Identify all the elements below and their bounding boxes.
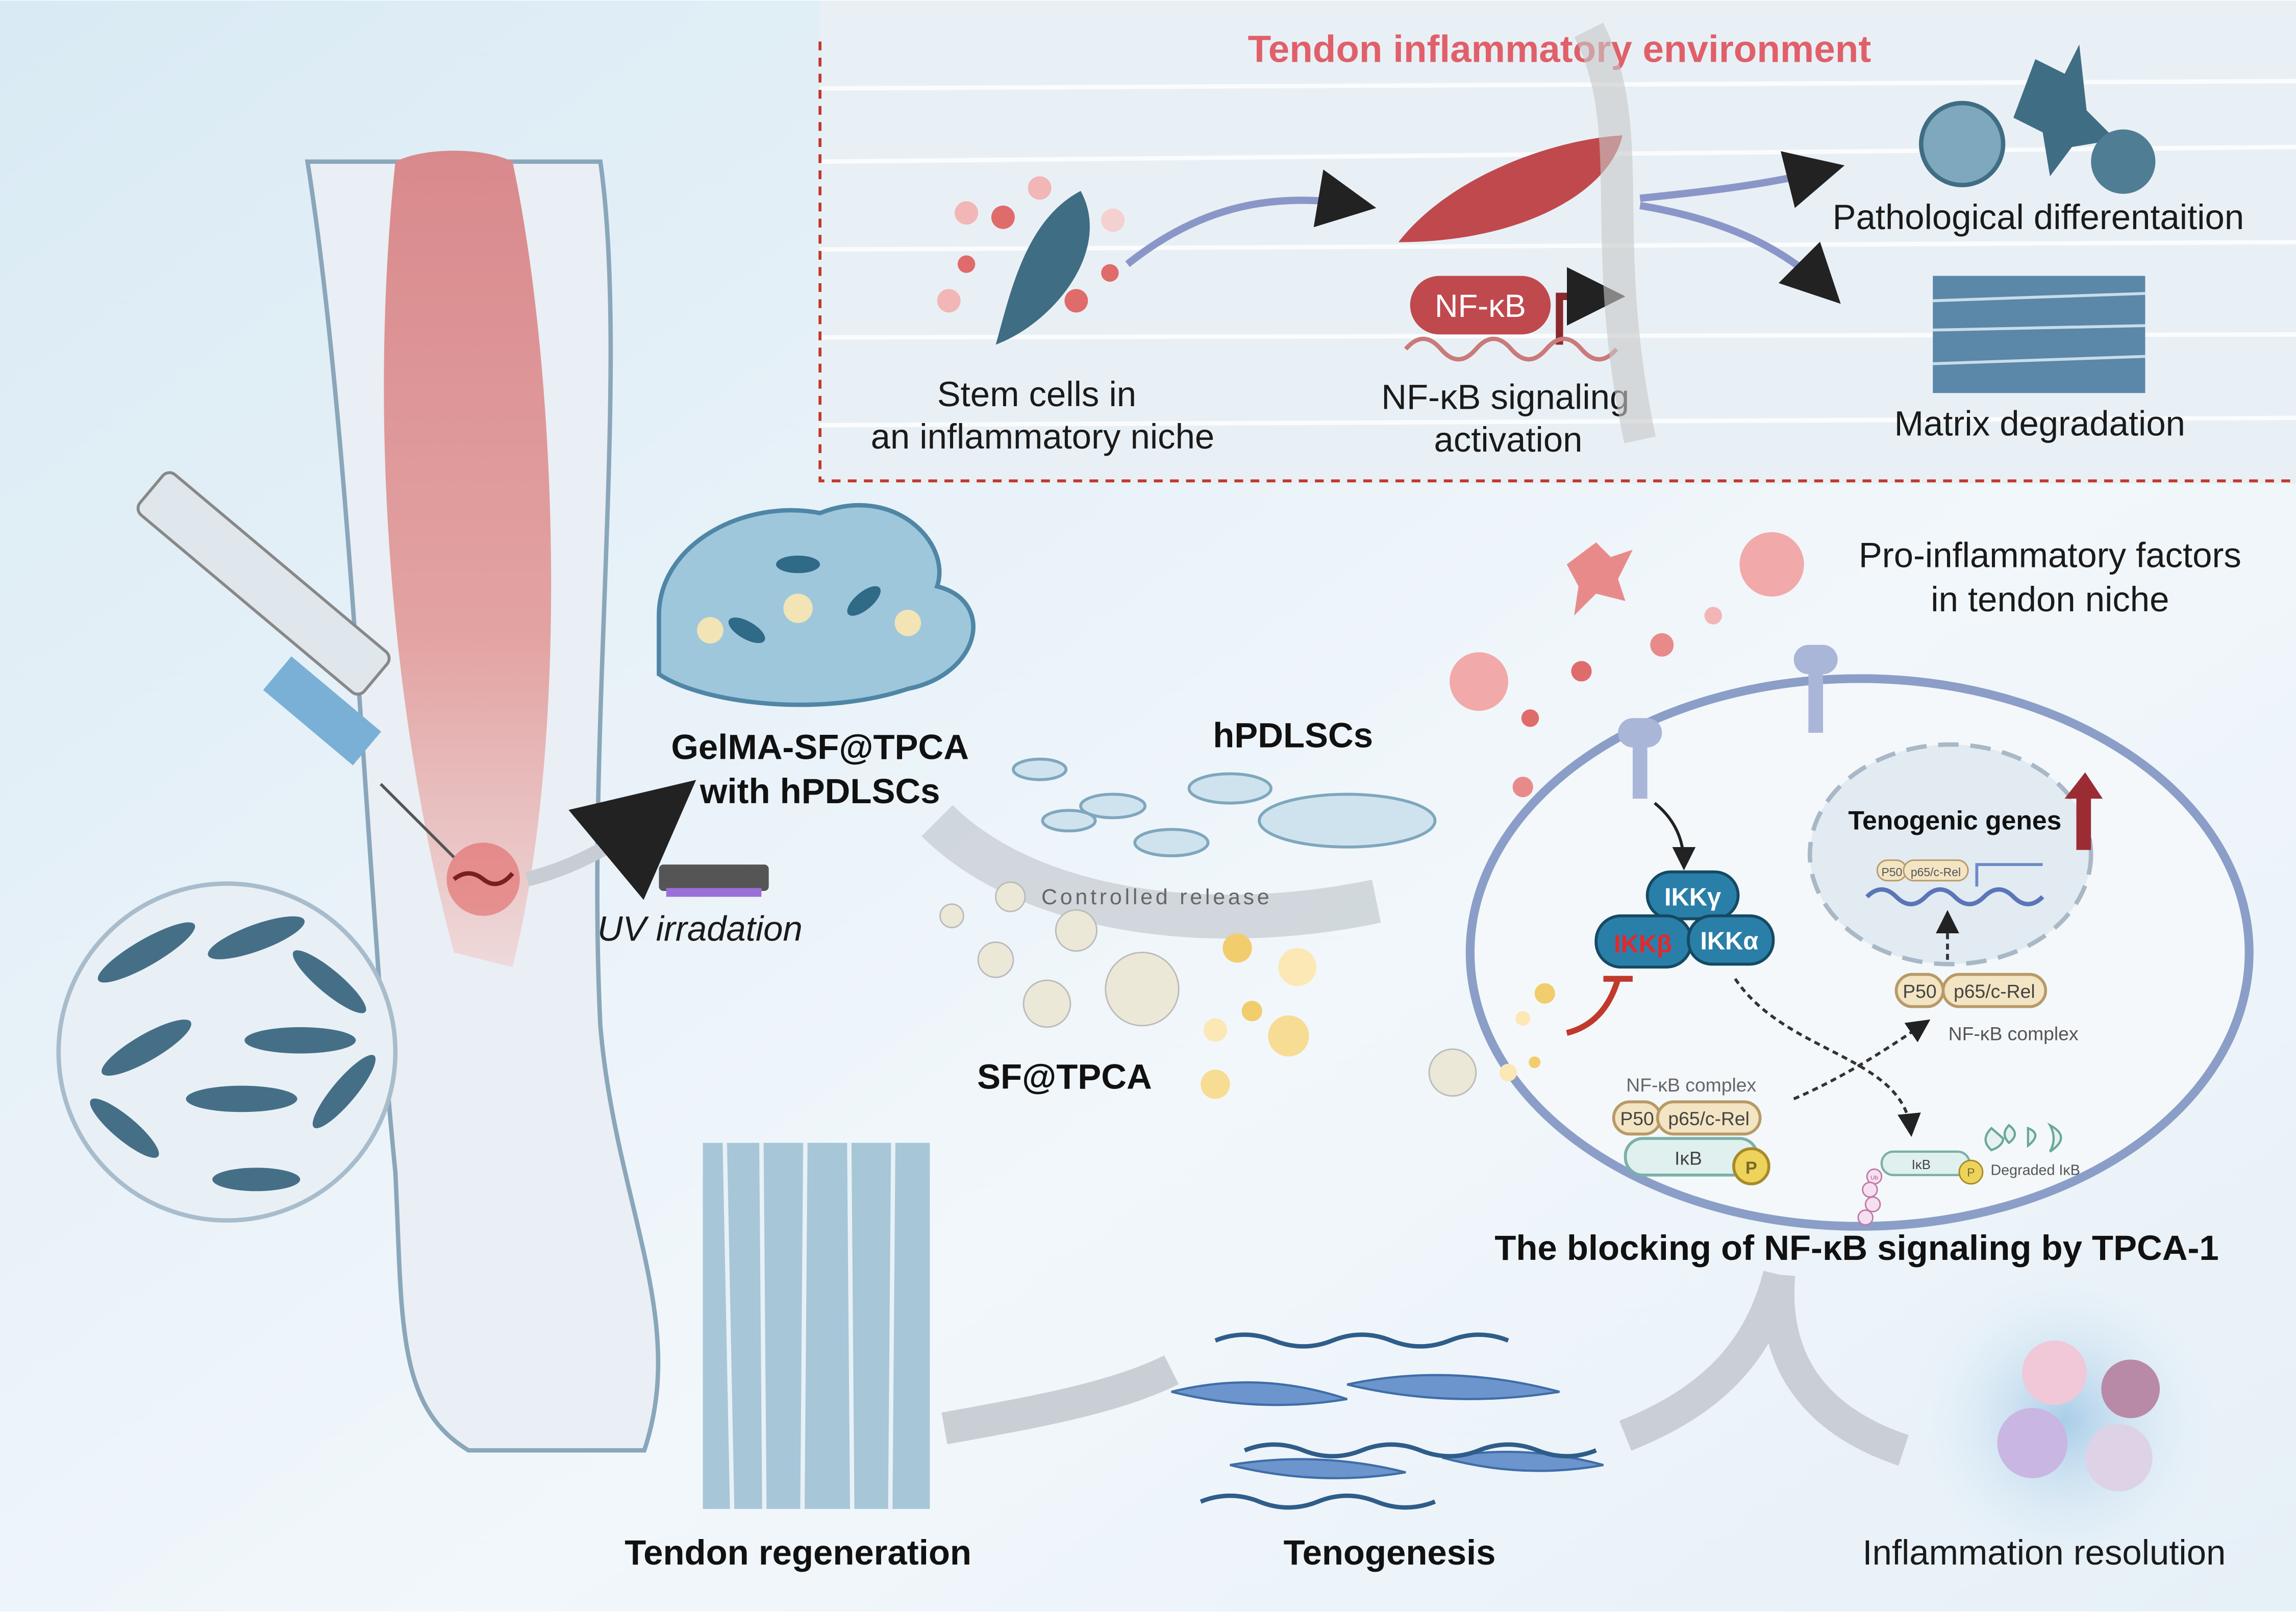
phosphate-label: P (1745, 1158, 1757, 1178)
ubiquitin-chain-icon (1857, 1168, 1883, 1226)
upregulation-arrow-icon (2064, 772, 2103, 850)
degraded-ikb-label: Degraded IκB (1990, 1162, 2080, 1179)
tenogenesis-label: Tenogenesis (1284, 1533, 1496, 1572)
nfkb-badge (1410, 276, 1551, 335)
pro-inflammatory-label: in tendon niche (1931, 580, 2169, 619)
p65-label: p65/c-Rel (1954, 980, 2035, 1002)
controlled-release-label: Controlled release (1041, 885, 1272, 909)
p50-label: P50 (1903, 980, 1936, 1002)
matrix-label: Matrix degradation (1894, 404, 2185, 443)
p50-label: P50 (1620, 1108, 1654, 1129)
cell-panel: Pro-inflammatory factors in tendon niche… (1428, 532, 2254, 1268)
ikk-gamma (1645, 870, 1740, 921)
ikb-label: IκB (1912, 1158, 1931, 1172)
stem-cells-label: an inflammatory niche (871, 417, 1215, 456)
controlled-release-arrow (921, 805, 1381, 939)
ubiquitin-label: Ub (1870, 1175, 1878, 1181)
stem-cells-label: Stem cells in (937, 375, 1136, 414)
nfkb-complex-label: NF-κB complex (1949, 1023, 2079, 1045)
top-panel-title: Tendon inflammatory environment (1248, 28, 1871, 70)
nfkb-complex-label: NF-κB complex (1626, 1074, 1756, 1096)
hydrogel-label: GelMA-SF@TPCA (671, 728, 969, 767)
magnified-tissue (56, 881, 398, 1223)
cell-membrane (1465, 674, 2254, 1231)
dna-icon (1404, 336, 1618, 362)
hpdlscs-label: hPDLSCs (1213, 716, 1373, 755)
syringe-icon (136, 471, 455, 858)
uv-label: UV irradation (597, 909, 803, 949)
uv-lamp-icon (659, 864, 769, 897)
hydrogel-icon (657, 503, 976, 707)
degraded-ikb-icon (1984, 1122, 2062, 1153)
nfkb-activation-label: NF-κB signaling (1381, 378, 1629, 417)
top-panel: Tendon inflammatory environment Stem cel… (818, 1, 2296, 484)
hydrogel-label: with hPDLSCs (700, 772, 940, 811)
receptor-icon (1618, 644, 1838, 799)
nfkb-badge-label: NF-κB (1435, 288, 1526, 324)
stem-cell-icon (937, 176, 1125, 345)
phosphate-icon (1732, 1147, 1770, 1185)
ikk-complex: IKKγ IKKβ IKKα (1594, 870, 1775, 969)
tendon-tissue-icon (703, 1143, 930, 1509)
p65-label: p65/c-Rel (1668, 1108, 1750, 1129)
pathological-label: Pathological differentaition (1833, 197, 2244, 237)
activated-cell-icon (1398, 135, 1623, 242)
p50-label: P50 (1881, 865, 1902, 879)
tpca-particles-icon (1428, 983, 1555, 1097)
inhibition-line (1566, 976, 1633, 1036)
tenogenic-genes-label: Tenogenic genes (1848, 805, 2061, 835)
pathological-cells-icon (1919, 44, 2156, 194)
p65-label: p65/c-Rel (1911, 865, 1961, 879)
dna-icon (1865, 887, 2044, 906)
tendon-regeneration-label: Tendon regeneration (625, 1533, 971, 1572)
pro-inflammatory-label: Pro-inflammatory factors (1859, 536, 2241, 575)
leg-illustration (305, 151, 661, 1453)
hpdlscs-cells-icon (1012, 757, 1437, 857)
sf-tpca-particles-icon (939, 881, 1317, 1099)
tenogenesis-cells-icon (1171, 1332, 1604, 1510)
phosphate-label: P (1967, 1166, 1975, 1179)
bottom-panel: Tendon regeneration Tenogenesis Inflamma… (625, 1143, 2226, 1582)
ikk-alpha (1687, 914, 1775, 966)
ikk-gamma-label: IKKγ (1664, 884, 1721, 911)
ikk-alpha-label: IKKα (1700, 928, 1758, 955)
inflammation-resolution-label: Inflammation resolution (1862, 1533, 2226, 1572)
blocking-title: The blocking of NF-κB signaling by TPCA-… (1494, 1228, 2218, 1268)
ikb-label: IκB (1675, 1148, 1702, 1169)
immune-cells-icon (1997, 1341, 2160, 1492)
nucleus (1807, 742, 2093, 966)
inflammatory-factors-icon (1450, 532, 1804, 798)
ikk-beta-label: IKKβ (1614, 930, 1672, 958)
sf-tpca-label: SF@TPCA (977, 1057, 1152, 1096)
nfkb-activation-label: activation (1434, 420, 1583, 459)
